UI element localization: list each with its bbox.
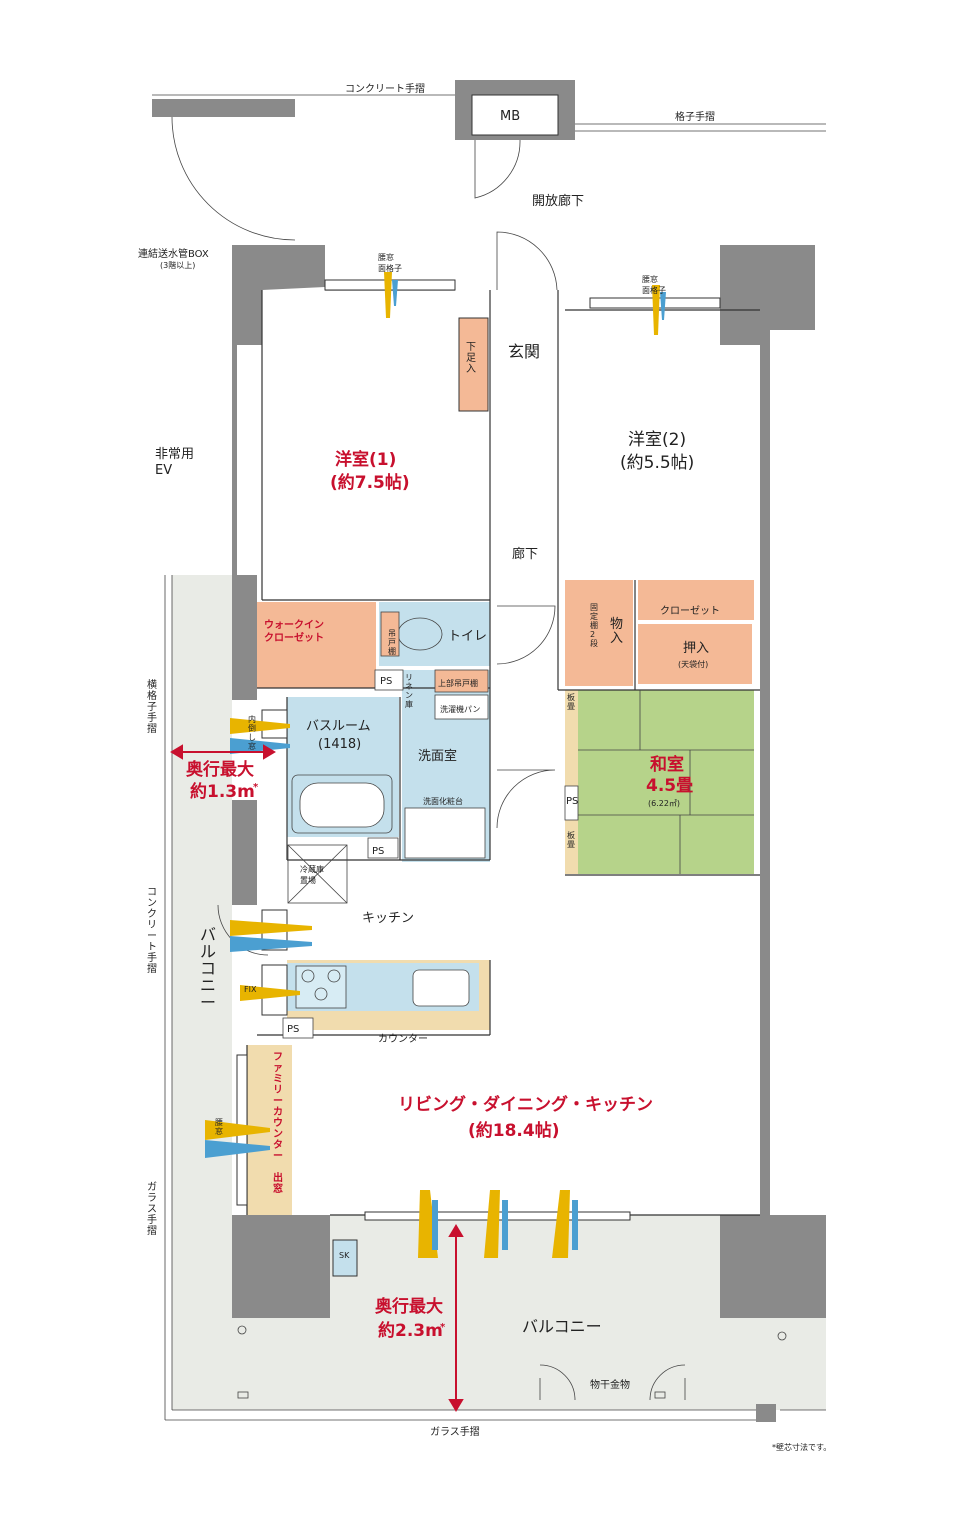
label-depth-bottom-value: 約2.3m	[378, 1320, 443, 1341]
label-glass-rail-bottom: ガラス手摺	[430, 1425, 480, 1438]
label-waist-window: 腰窓	[215, 1118, 223, 1136]
wall-right-column	[720, 245, 815, 1215]
label-concrete-rail-side: コンクリート手摺	[147, 887, 157, 975]
wall-left-balcony	[232, 575, 257, 700]
label-inward-window: 内倒し窓	[248, 714, 256, 751]
label-ps-3: PS	[372, 846, 384, 857]
label-waist-window-lattice-1: 腰窓面格子	[378, 252, 402, 273]
wall-right-bottom	[720, 1215, 826, 1318]
label-concrete-rail-top: コンクリート手摺	[345, 82, 425, 95]
label-hallway: 廊下	[512, 546, 538, 562]
label-western-2-size: (約5.5帖)	[620, 453, 694, 473]
label-depth-left-value: 約1.3m	[190, 781, 255, 802]
label-shoe-closet: 下足入	[466, 342, 476, 375]
label-standpipe-note: (3階以上)	[160, 260, 195, 270]
label-washroom: 洗面室	[418, 748, 457, 764]
depth-arrows	[170, 744, 464, 1412]
airflow-arrows	[205, 272, 666, 1258]
label-waist-window-lattice-2: 腰窓面格子	[642, 274, 666, 295]
oshiire-fill	[638, 624, 752, 684]
label-storage: 物入	[610, 617, 623, 646]
label-ps-1: PS	[380, 676, 392, 687]
label-balcony-side: バルコニー	[200, 925, 216, 1012]
wall-left-upper	[232, 245, 325, 575]
label-kitchen: キッチン	[362, 911, 414, 926]
label-depth-bottom-star: *	[440, 1322, 446, 1333]
label-bathroom: バスルーム	[306, 719, 371, 734]
balcony-floor	[172, 575, 826, 1410]
label-fix: FIX	[244, 985, 257, 994]
label-toilet: トイレ	[448, 629, 487, 644]
shoe-closet-fill	[458, 317, 489, 412]
label-depth-bottom-title: 奥行最大	[375, 1296, 443, 1317]
label-balcony-bottom: バルコニー	[522, 1317, 602, 1336]
railings	[152, 94, 826, 1421]
storage-fill	[565, 580, 633, 686]
fixtures	[282, 611, 579, 1039]
label-upper-cabinet: 上部吊戸棚	[438, 678, 478, 688]
label-glass-rail-side: ガラス手摺	[147, 1181, 157, 1237]
label-ps-4: PS	[287, 1024, 299, 1035]
wall-left-mid	[232, 800, 257, 905]
label-footnote: *壁芯寸法です。	[772, 1442, 831, 1452]
wall-top-left	[152, 99, 295, 117]
label-lattice-rail-top: 格子手摺	[675, 110, 715, 123]
label-oshiire-note: (天袋付)	[678, 659, 708, 669]
label-counter: カウンター	[378, 1033, 428, 1045]
wall-left-bottom	[232, 1215, 330, 1318]
label-entrance: 玄関	[508, 342, 540, 361]
label-washitsu: 和室	[650, 754, 684, 775]
label-depth-left-star: *	[253, 782, 259, 793]
walk-in-closet-fill	[257, 602, 376, 688]
label-lattice-rail-side: 横格子手摺	[147, 678, 157, 735]
label-shelf-small: 吊戸棚	[388, 629, 396, 656]
label-open-corridor: 開放廊下	[532, 193, 584, 209]
closet-fill	[638, 580, 754, 620]
label-vanity: 洗面化粧台	[423, 796, 463, 806]
label-bathroom-size: (1418)	[318, 737, 361, 752]
board-floor-fill	[565, 690, 578, 874]
label-drying-hardware: 物干金物	[590, 1378, 630, 1391]
label-standpipe-box: 連結送水管BOX	[138, 247, 209, 260]
label-western-2-name: 洋室(2)	[628, 430, 686, 450]
label-western-1-name: 洋室(1)	[335, 449, 396, 470]
sk-fill	[332, 1239, 358, 1277]
label-mb: MB	[500, 109, 520, 124]
label-washer-pan: 洗濯機パン	[440, 704, 480, 714]
balcony-drains	[237, 1325, 787, 1422]
label-western-1-size: (約7.5帖)	[330, 472, 410, 493]
label-board-floor-2: 板畳	[567, 830, 575, 849]
label-linen: リネン庫	[405, 673, 413, 709]
label-closet: クローゼット	[660, 605, 720, 617]
label-ldk-size: (約18.4帖)	[468, 1120, 559, 1141]
label-family-counter: ファミリーカウンター 出窓	[273, 1051, 283, 1195]
label-fridge: 冷蔵庫置場	[300, 864, 324, 885]
washitsu-fill	[578, 690, 754, 874]
label-sk: SK	[339, 1251, 350, 1260]
label-ps-2: PS	[566, 796, 578, 807]
label-oshiire: 押入	[683, 641, 709, 656]
label-walk-in-closet: ウォークインクローゼット	[264, 619, 324, 644]
label-board-floor-1: 板畳	[567, 692, 575, 711]
label-washitsu-area: (6.22㎡)	[648, 799, 680, 808]
mb-room	[471, 94, 559, 136]
label-depth-left-title: 奥行最大	[186, 759, 254, 780]
tatami-grid	[578, 690, 754, 874]
label-ldk-name: リビング・ダイニング・キッチン	[398, 1094, 653, 1115]
label-washitsu-size: 4.5畳	[646, 776, 693, 796]
